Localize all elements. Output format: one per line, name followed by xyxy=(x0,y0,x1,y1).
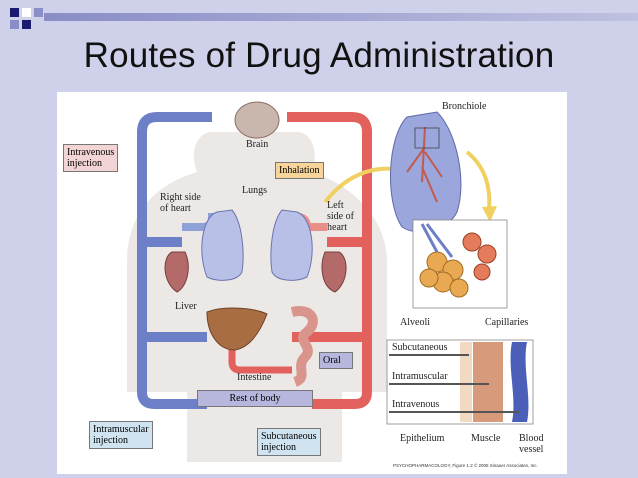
bronchiole-vessels xyxy=(406,126,443,203)
blood-vessel-label: Blood vessel xyxy=(519,433,543,455)
liver-shape xyxy=(206,307,268,351)
sc-injection-box: Subcutaneous injection xyxy=(257,428,321,456)
left-heart-label-line: Left xyxy=(327,200,344,211)
right-heart-label: Right side of heart xyxy=(160,192,201,214)
slide-decoration-square xyxy=(34,8,43,17)
oral-box: Oral xyxy=(319,352,353,369)
figure-credit: PSYCHOPHARMACOLOGY, Figure 1.2 © 2005 Si… xyxy=(393,463,538,468)
blood-vessel-layer xyxy=(510,342,529,422)
iv-injection-line: injection xyxy=(67,158,102,169)
intestine-label: Intestine xyxy=(237,372,272,383)
slide-decoration-square xyxy=(22,20,31,29)
bronchiole-label: Bronchiole xyxy=(442,101,487,112)
im-injection-line: Intramuscular xyxy=(93,424,149,435)
right-heart-shape xyxy=(164,251,189,293)
im-injection-line: injection xyxy=(93,435,128,446)
bronchiole-zoom-box xyxy=(414,127,440,149)
brain-shape xyxy=(234,101,280,139)
right-heart-label-line: Right side xyxy=(160,192,201,203)
inhalation-box: Inhalation xyxy=(275,162,324,179)
alveoli-label: Alveoli xyxy=(400,317,430,328)
circulation-diagram xyxy=(127,101,534,462)
left-lung-shape xyxy=(201,209,244,281)
blood-vessel-label-line: Blood xyxy=(519,433,544,444)
iv-injection-box: Intravenous injection xyxy=(63,144,119,172)
body-silhouette xyxy=(127,132,387,462)
inset-intramuscular-label: Intramuscular xyxy=(392,371,448,382)
slide-decoration-square xyxy=(10,20,19,29)
slide-title: Routes of Drug Administration xyxy=(83,36,555,75)
left-heart-label: Left side of heart xyxy=(327,200,354,233)
inset-subcutaneous-label: Subcutaneous xyxy=(392,342,448,353)
sc-injection-line: Subcutaneous xyxy=(261,431,317,442)
right-heart-label-line: of heart xyxy=(160,203,191,214)
blood-vessel-label-line: vessel xyxy=(519,444,544,455)
left-heart-label-line: heart xyxy=(327,222,347,233)
liver-label: Liver xyxy=(175,301,197,312)
rest-of-body-box: Rest of body xyxy=(197,390,313,407)
venous-vessel xyxy=(137,112,212,409)
alveoli-cluster xyxy=(419,232,497,298)
left-heart-shape xyxy=(321,251,347,293)
muscle-layer xyxy=(473,342,503,422)
right-lung-shape xyxy=(270,209,313,281)
zoom-arrow xyxy=(465,150,492,211)
inset-intravenous-label: Intravenous xyxy=(392,399,440,410)
arterial-vessel xyxy=(287,112,372,409)
intestine-shape xyxy=(290,306,318,387)
im-injection-box: Intramuscular injection xyxy=(89,421,153,449)
airway xyxy=(420,223,454,258)
brain-label: Brain xyxy=(246,139,269,150)
left-heart-label-line: side of xyxy=(327,211,354,222)
slide-decoration-bar xyxy=(44,13,638,21)
capillaries-label: Capillaries xyxy=(485,317,529,328)
epithelium-layer xyxy=(460,342,472,422)
slide-decoration-square xyxy=(10,8,19,17)
zoom-arrowhead xyxy=(482,206,497,222)
slide-decoration-square xyxy=(22,8,31,17)
epithelium-label: Epithelium xyxy=(400,433,445,444)
sc-injection-line: injection xyxy=(261,442,296,453)
muscle-label: Muscle xyxy=(471,433,501,444)
portal-vessel xyxy=(228,342,292,374)
lungs-label: Lungs xyxy=(242,185,267,196)
iv-injection-line: Intravenous xyxy=(67,147,115,158)
diagram-panel: Brain Inhalation Lungs Right side of hea… xyxy=(57,92,567,474)
